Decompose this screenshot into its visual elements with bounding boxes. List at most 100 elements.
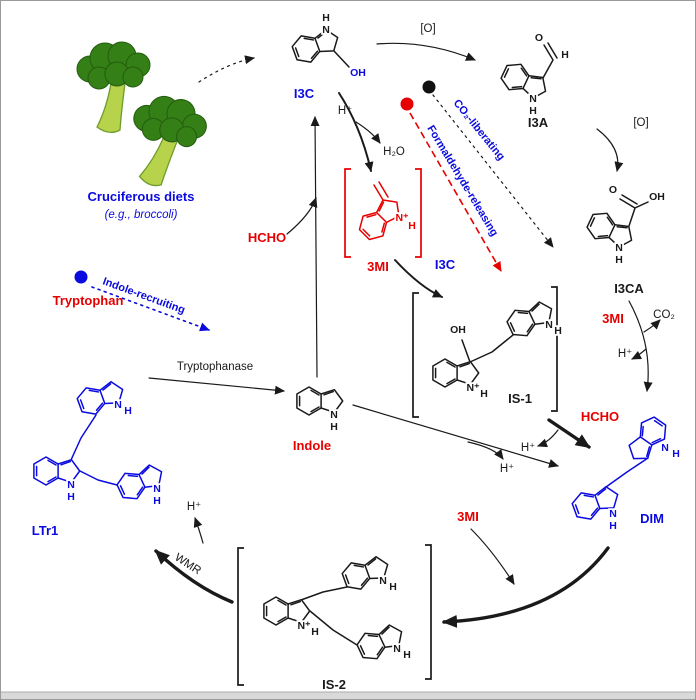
arrow-i3ca-to-dim xyxy=(628,300,653,392)
arrow-hplus-branch-i3ca xyxy=(631,348,647,360)
n-plus-label: N⁺ xyxy=(395,212,409,224)
is2-label: IS-2 xyxy=(322,677,346,692)
is1-label: IS-1 xyxy=(508,391,532,406)
h-label: H xyxy=(67,491,75,503)
h-label: H xyxy=(561,49,569,61)
molecule-3mi: N⁺ H 3MI xyxy=(344,168,422,274)
arrow-3mi-feed xyxy=(470,528,515,585)
i3a-cho-bonds xyxy=(542,42,558,79)
arrow-hplus-branch-dim xyxy=(467,441,504,460)
n-label: N xyxy=(661,442,669,454)
arrow-indole-to-i3c xyxy=(310,116,320,378)
n-label: N xyxy=(67,479,75,491)
i3a-label: I3A xyxy=(528,115,549,130)
arrow-hcho-feed xyxy=(286,197,318,235)
arrow-co2-liberating xyxy=(432,94,554,248)
hplus-label-is1: H⁺ xyxy=(521,442,535,454)
h-label: H xyxy=(153,495,161,507)
3mi-left-bracket xyxy=(344,168,351,258)
tryptophanase-label: Tryptophanase xyxy=(177,361,253,373)
broccoli-illustration: Cruciferous diets (e.g., broccoli) xyxy=(76,41,213,221)
is2-bottom-indole xyxy=(353,618,409,665)
arrow-i3c-to-i3a xyxy=(376,42,476,61)
molecule-is1: OH N⁺ H N H IS-1 xyxy=(412,286,564,418)
n-plus-label: N⁺ xyxy=(466,382,480,394)
3mi-right-bracket xyxy=(415,168,422,258)
hplus-label-i3ca: H⁺ xyxy=(618,348,632,360)
arrow-dim-to-is2 xyxy=(442,546,610,628)
n-label: N xyxy=(529,93,537,105)
arrow-indole-to-dim xyxy=(352,404,559,468)
arrow-is1-to-dim xyxy=(547,418,591,449)
arrow-is2-to-ltr1 xyxy=(154,549,234,604)
indole-label: Indole xyxy=(293,438,331,453)
arrow-tryptophanase xyxy=(148,377,285,395)
molecule-ltr1: N H N H N H LTr1 xyxy=(32,375,169,538)
o-label: O xyxy=(535,32,543,44)
blue-dot-indole-recruiting xyxy=(74,270,88,284)
broccoli-2 xyxy=(118,88,213,196)
cruciferous-diets-title: Cruciferous diets xyxy=(88,189,195,204)
window-bottom-strip xyxy=(1,692,695,699)
oxidant-label-2: [O] xyxy=(633,117,648,129)
arrow-3mi-to-is1 xyxy=(394,259,443,298)
molecule-i3a: O H N H I3A xyxy=(497,30,571,130)
3mi-methylene-bonds xyxy=(373,181,389,201)
arrow-indole-recruiting xyxy=(91,286,210,332)
ltr1-label: LTr1 xyxy=(32,523,59,538)
tryptophan-label: Tryptophan xyxy=(53,293,124,308)
n-label: N xyxy=(322,24,330,36)
h-label: H xyxy=(330,421,338,433)
hcho-label-right: HCHO xyxy=(581,409,619,424)
oh-label: OH xyxy=(450,324,466,336)
n-label: N xyxy=(609,508,617,520)
cruciferous-diets-subtitle: (e.g., broccoli) xyxy=(105,209,178,221)
reaction-arrows xyxy=(91,42,661,628)
hplus-label-dim: H⁺ xyxy=(500,463,514,475)
hcho-label-left: HCHO xyxy=(248,230,286,245)
h2o-label: H₂O xyxy=(383,146,405,158)
3mi-label-right: 3MI xyxy=(602,311,624,326)
i3a-indole-ring xyxy=(497,58,553,105)
h-label: H xyxy=(554,325,562,337)
is1-right-bracket xyxy=(551,286,558,412)
hplus-label-ltr1: H⁺ xyxy=(187,501,201,513)
o-label: O xyxy=(609,184,617,196)
arrow-is1-hplus xyxy=(537,429,559,448)
h-label: H xyxy=(529,105,537,117)
i3c-reagent-label: I3C xyxy=(435,257,456,272)
oxidant-label-1: [O] xyxy=(420,23,435,35)
species-dots xyxy=(74,80,436,284)
h-label: H xyxy=(480,388,488,400)
dim-label: DIM xyxy=(640,511,664,526)
h-label: H xyxy=(322,12,330,24)
arrow-i3a-to-i3ca xyxy=(596,128,624,172)
dim-bridge-bond xyxy=(605,457,649,488)
3mi-label: 3MI xyxy=(367,259,389,274)
i3ca-cooh-bonds xyxy=(619,194,649,227)
n-plus-label: N⁺ xyxy=(297,620,311,632)
molecule-is2: N H N⁺ H N H IS-2 xyxy=(237,544,432,692)
black-dot-co2-liberating xyxy=(422,80,436,94)
h-label: H xyxy=(672,448,680,460)
h-label: H xyxy=(609,520,617,532)
i3ca-label: I3CA xyxy=(614,281,644,296)
n-label: N xyxy=(393,643,401,655)
wmr-label: WMR xyxy=(172,552,203,578)
h-label: H xyxy=(311,626,319,638)
i3c-ch2oh-bond xyxy=(333,50,350,68)
is1-bridge-bonds xyxy=(461,334,514,363)
h-label: H xyxy=(408,220,416,232)
i3ca-indole-ring xyxy=(583,207,639,254)
i3c-indole-ring xyxy=(289,23,344,68)
molecule-dim: N H N H DIM xyxy=(569,412,682,534)
3mi-label-mid: 3MI xyxy=(457,509,479,524)
red-dot-formaldehyde-releasing xyxy=(400,97,414,111)
ltr1-top-indole xyxy=(74,375,129,420)
n-label: N xyxy=(330,409,338,421)
is1-left-bracket xyxy=(412,292,419,418)
h-label: H xyxy=(403,649,411,661)
ltr1-bridge-bonds xyxy=(70,414,118,486)
n-label: N xyxy=(153,483,161,495)
